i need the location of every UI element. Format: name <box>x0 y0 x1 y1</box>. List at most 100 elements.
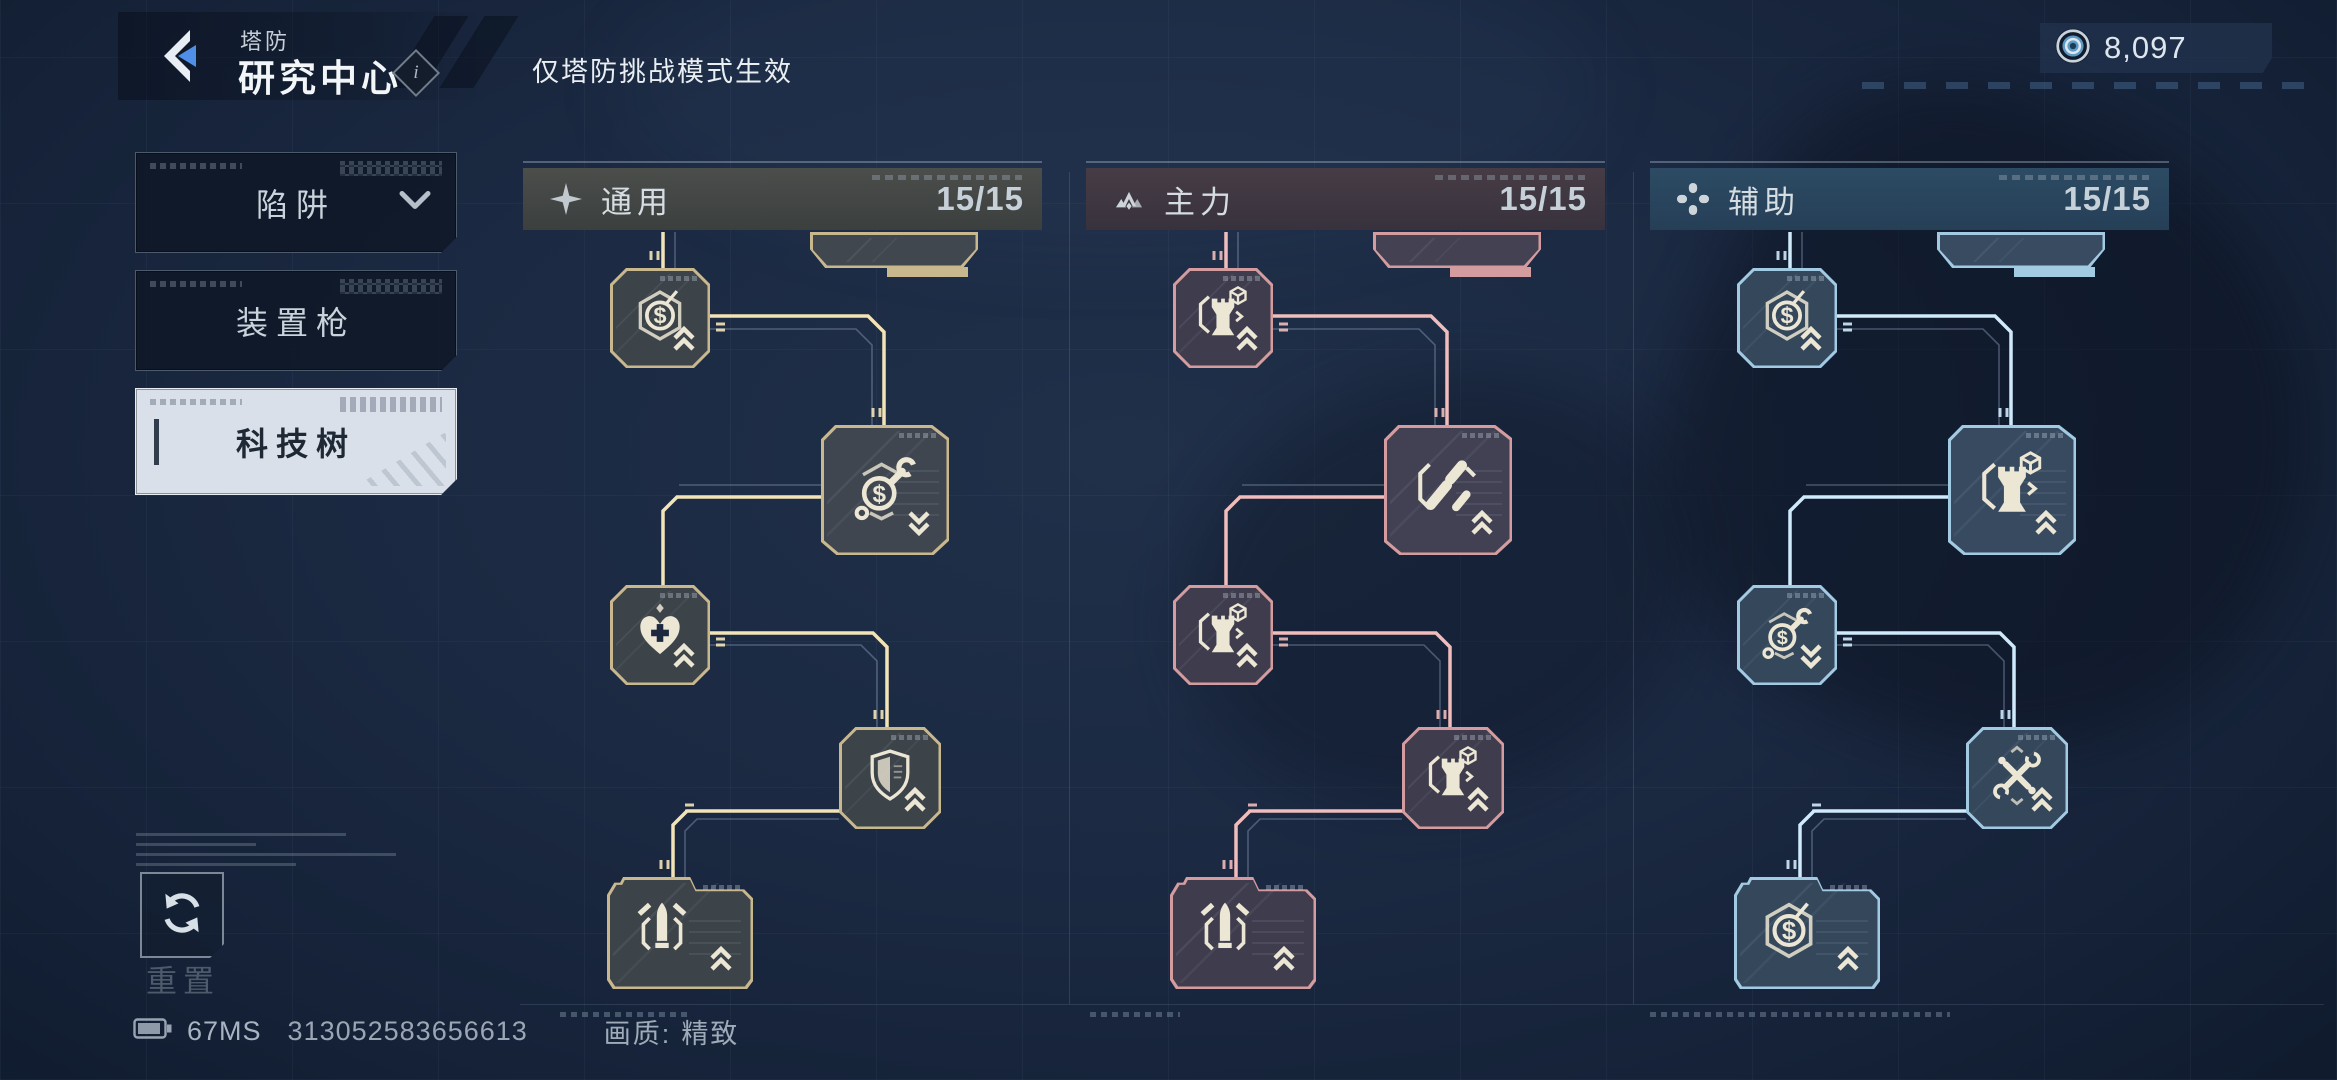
cross-pad-icon <box>1674 180 1712 218</box>
sidebar-item-tech-tree[interactable]: 科技树 <box>135 388 457 495</box>
node-line-decor <box>2019 466 2066 516</box>
node-code-decor <box>1223 593 1261 598</box>
node-frame <box>1937 232 2105 268</box>
tree-node-main-a[interactable] <box>1173 268 1273 368</box>
node-code-decor <box>2018 735 2056 740</box>
tree-node-support-e[interactable]: $ <box>1734 877 1880 989</box>
star-icon <box>547 180 585 218</box>
tree-node-general-top-partial[interactable] <box>810 232 978 277</box>
sidebar-item-label: 装置枪 <box>235 304 356 341</box>
node-code-decor <box>1462 433 1500 438</box>
sidebar-item-label: 科技树 <box>235 425 356 462</box>
node-code-decor <box>1830 885 1868 890</box>
heart-repair-icon <box>630 603 690 668</box>
decor-microtext <box>1435 175 1585 180</box>
back-arrow-icon <box>150 30 214 92</box>
mode-notice: 仅塔防挑战模式生效 <box>532 57 793 87</box>
page-title: 研究中心 <box>238 58 402 99</box>
quality-value: 精致 <box>681 1019 740 1049</box>
tree-node-general-a[interactable]: $ <box>610 268 710 368</box>
tree-node-support-a[interactable]: $ <box>1737 268 1837 368</box>
chevron-up-icon <box>902 786 928 819</box>
sidebar-item-device-gun[interactable]: 装置枪 <box>135 270 457 371</box>
missiles-icon <box>1411 451 1485 530</box>
decor-microtext-block <box>136 833 436 873</box>
ammo-icon <box>629 898 695 969</box>
node-frame <box>1373 232 1541 268</box>
shield-icon <box>860 746 920 811</box>
sidebar-item-traps[interactable]: 陷阱 <box>135 152 457 253</box>
decor-microtext <box>1999 175 2149 180</box>
wrench-cross-icon <box>1987 745 2047 811</box>
tree-node-main-b[interactable] <box>1384 425 1512 555</box>
decor-microtext <box>560 1012 690 1017</box>
node-code-decor <box>1223 276 1261 281</box>
tree-node-general-c[interactable] <box>610 585 710 685</box>
tree-column-header-main: 主力 15/15 <box>1086 161 1605 230</box>
baseline-rule <box>520 1004 2324 1005</box>
decor-microtext <box>340 161 442 176</box>
node-circuit-decor <box>1943 238 2099 262</box>
tree-node-main-d[interactable] <box>1402 727 1504 829</box>
ammo-icon <box>1192 898 1258 969</box>
chevron-up-icon <box>2033 509 2059 542</box>
tree-node-support-c[interactable]: $ <box>1737 585 1837 685</box>
peaks-icon <box>1110 180 1148 218</box>
chevron-up-icon <box>1271 945 1297 978</box>
column-divider <box>1069 172 1070 1004</box>
node-code-decor <box>703 885 741 890</box>
currency-wrench-icon: $ <box>848 451 922 530</box>
decor-microtext <box>150 163 242 169</box>
column-label: 辅助 <box>1728 184 1800 220</box>
tree-node-general-b[interactable]: $ <box>821 425 949 555</box>
column-label: 主力 <box>1164 184 1236 220</box>
svg-text:$: $ <box>1777 627 1788 649</box>
back-button[interactable] <box>150 24 214 88</box>
coin-icon <box>2054 27 2092 70</box>
node-tab <box>2014 267 2095 277</box>
node-code-decor <box>1266 885 1304 890</box>
column-count: 15/15 <box>2063 180 2151 217</box>
decor-code-row <box>1862 82 2324 89</box>
tower-block-icon <box>1975 451 2049 530</box>
currency-icon: $ <box>1756 898 1822 969</box>
refresh-icon <box>154 885 210 946</box>
chevron-down-icon <box>1798 642 1824 675</box>
tree-node-support-d[interactable] <box>1966 727 2068 829</box>
node-frame <box>610 268 710 368</box>
chevron-down-icon <box>398 189 432 216</box>
tree-node-support-top-partial[interactable] <box>1937 232 2105 277</box>
info-icon: i <box>413 62 419 83</box>
chevron-up-icon <box>1798 325 1824 358</box>
node-frame <box>810 232 978 268</box>
tower-block-icon <box>1423 746 1483 811</box>
battery-icon <box>133 1015 173 1049</box>
tower-block-icon <box>1193 286 1253 351</box>
tower-block-icon <box>1193 603 1253 668</box>
decor-stripes <box>356 432 446 486</box>
node-code-decor <box>1787 276 1825 281</box>
currency-icon: $ <box>630 286 690 351</box>
decor-microtext <box>872 175 1022 180</box>
node-code-decor <box>1454 735 1492 740</box>
reset-label: 重置 <box>146 964 220 999</box>
tree-node-main-c[interactable] <box>1173 585 1273 685</box>
node-code-decor <box>1787 593 1825 598</box>
tree-node-general-e[interactable] <box>607 877 753 989</box>
tree-column-support: 辅助 15/15 $ $ <box>1650 161 2169 1028</box>
decor-microtext <box>150 281 242 287</box>
tree-node-main-top-partial[interactable] <box>1373 232 1541 277</box>
column-divider <box>1633 172 1634 1004</box>
svg-text:$: $ <box>653 302 666 328</box>
decor-microtext <box>340 279 442 294</box>
reset-button[interactable] <box>140 872 224 958</box>
chevron-up-icon <box>1835 945 1861 978</box>
tree-node-main-e[interactable] <box>1170 877 1316 989</box>
node-frame <box>821 425 949 555</box>
tree-node-support-b[interactable] <box>1948 425 2076 555</box>
tree-column-header-support: 辅助 15/15 <box>1650 161 2169 230</box>
tree-column-main: 主力 15/15 <box>1086 161 1605 1028</box>
currency-wrench-icon: $ <box>1757 603 1817 668</box>
tree-node-general-d[interactable] <box>839 727 941 829</box>
